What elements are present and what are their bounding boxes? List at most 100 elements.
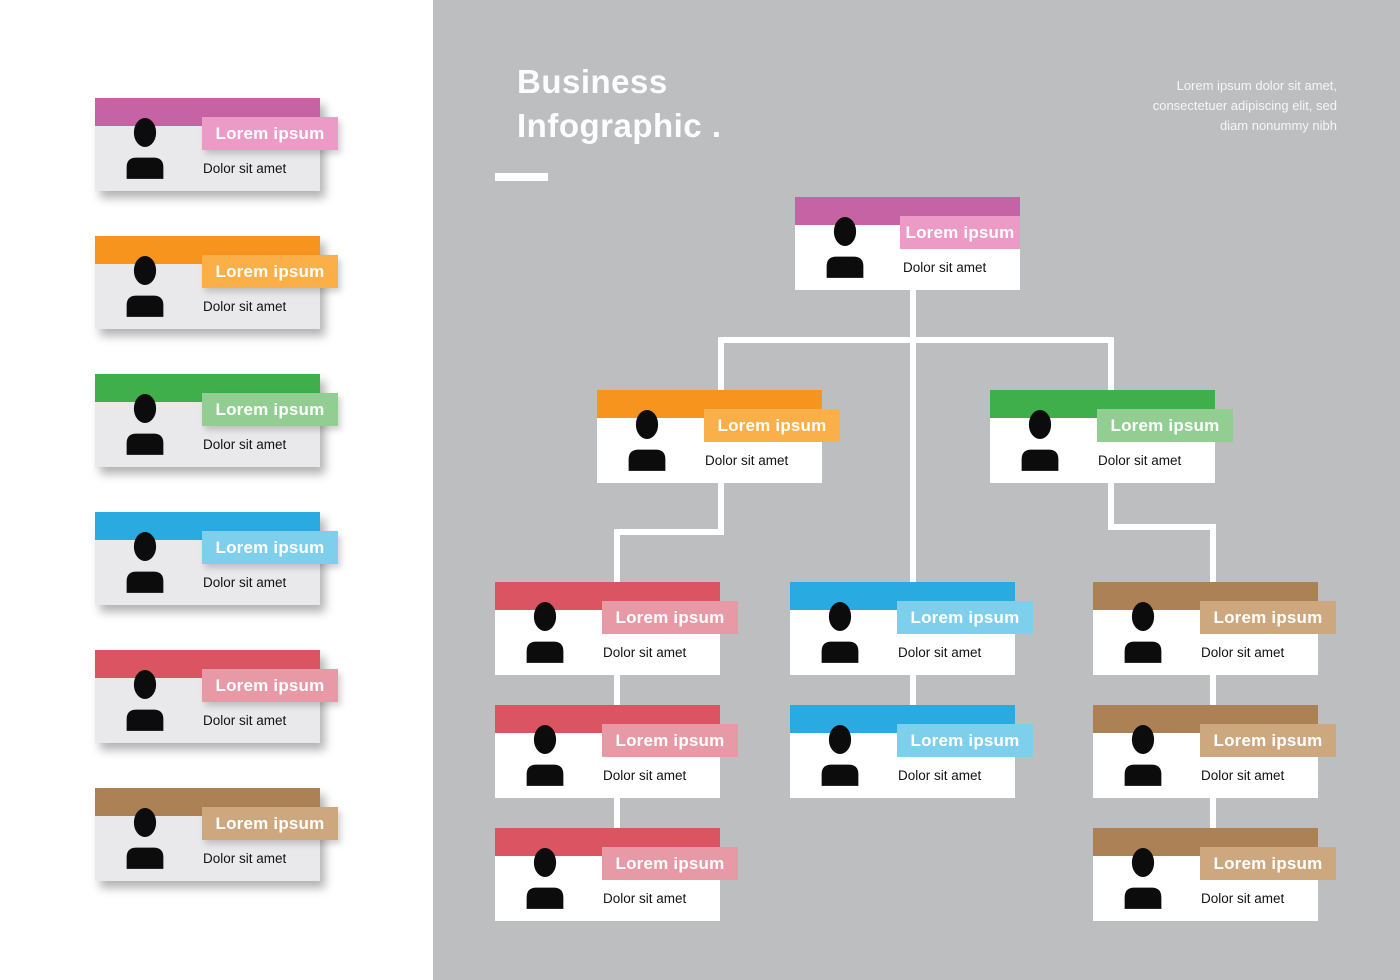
- page-title-line-1: Business: [517, 63, 668, 100]
- intro-paragraph: Lorem ipsum dolor sit amet, consectetuer…: [1153, 76, 1337, 136]
- profile-card: Lorem ipsum Dolor sit amet: [95, 236, 338, 329]
- card-subtitle: Dolor sit amet: [603, 891, 687, 906]
- connector-elbow-to-red1: [614, 529, 620, 582]
- connector-orange-elbow: [614, 529, 724, 535]
- profile-card: Lorem ipsum Dolor sit amet: [95, 98, 338, 191]
- card-name-badge: Lorem ipsum: [704, 409, 840, 442]
- profile-card: Lorem ipsum Dolor sit amet: [95, 512, 338, 605]
- person-icon: [1114, 843, 1172, 913]
- profile-card: Lorem ipsum Dolor sit amet: [495, 828, 738, 921]
- profile-card: Lorem ipsum Dolor sit amet: [795, 197, 1020, 290]
- card-name-label: Lorem ipsum: [215, 261, 325, 281]
- profile-card: Lorem ipsum Dolor sit amet: [495, 705, 738, 798]
- card-subtitle: Dolor sit amet: [1201, 891, 1285, 906]
- person-icon: [516, 843, 574, 913]
- card-subtitle: Dolor sit amet: [203, 851, 287, 866]
- person-icon: [811, 597, 869, 667]
- connector-red2-red3: [614, 798, 620, 828]
- person-icon: [816, 212, 874, 282]
- person-icon: [1011, 405, 1069, 475]
- card-name-label: Lorem ipsum: [615, 607, 725, 627]
- card-subtitle: Dolor sit amet: [203, 437, 287, 452]
- card-name-badge: Lorem ipsum: [897, 601, 1033, 634]
- card-name-badge: Lorem ipsum: [1200, 724, 1336, 757]
- card-name-label: Lorem ipsum: [910, 730, 1020, 750]
- person-icon: [116, 113, 174, 183]
- profile-card: Lorem ipsum Dolor sit amet: [597, 390, 840, 483]
- profile-card: Lorem ipsum Dolor sit amet: [95, 650, 338, 743]
- card-subtitle: Dolor sit amet: [898, 768, 982, 783]
- card-name-label: Lorem ipsum: [215, 123, 325, 143]
- card-name-badge: Lorem ipsum: [900, 216, 1020, 249]
- card-name-badge: Lorem ipsum: [202, 669, 338, 702]
- card-name-badge: Lorem ipsum: [1200, 601, 1336, 634]
- card-name-badge: Lorem ipsum: [602, 601, 738, 634]
- card-name-label: Lorem ipsum: [615, 853, 725, 873]
- card-subtitle: Dolor sit amet: [203, 161, 287, 176]
- profile-card: Lorem ipsum Dolor sit amet: [790, 582, 1033, 675]
- intro-line-2: consectetuer adipiscing elit, sed: [1152, 98, 1337, 114]
- card-name-label: Lorem ipsum: [905, 222, 1015, 242]
- card-name-badge: Lorem ipsum: [897, 724, 1033, 757]
- card-name-label: Lorem ipsum: [215, 537, 325, 557]
- card-name-label: Lorem ipsum: [1213, 730, 1323, 750]
- card-subtitle: Dolor sit amet: [1201, 645, 1285, 660]
- profile-card: Lorem ipsum Dolor sit amet: [790, 705, 1033, 798]
- profile-card: Lorem ipsum Dolor sit amet: [495, 582, 738, 675]
- connector-orange-down: [718, 483, 724, 535]
- card-subtitle: Dolor sit amet: [203, 713, 287, 728]
- connector-brown1-brown2: [1210, 675, 1216, 705]
- person-icon: [116, 251, 174, 321]
- card-subtitle: Dolor sit amet: [603, 645, 687, 660]
- page-title: Business Infographic .: [517, 60, 722, 148]
- profile-card: Lorem ipsum Dolor sit amet: [95, 788, 338, 881]
- card-subtitle: Dolor sit amet: [1098, 453, 1182, 468]
- person-icon: [516, 720, 574, 790]
- connector-brown2-brown3: [1210, 798, 1216, 828]
- card-name-badge: Lorem ipsum: [602, 724, 738, 757]
- profile-card: Lorem ipsum Dolor sit amet: [1093, 828, 1336, 921]
- profile-card: Lorem ipsum Dolor sit amet: [1093, 705, 1336, 798]
- card-name-label: Lorem ipsum: [1110, 415, 1220, 435]
- card-subtitle: Dolor sit amet: [903, 260, 987, 275]
- card-name-label: Lorem ipsum: [215, 813, 325, 833]
- person-icon: [516, 597, 574, 667]
- connector-to-green: [1108, 337, 1114, 390]
- person-icon: [116, 389, 174, 459]
- connector-to-orange: [718, 337, 724, 390]
- card-subtitle: Dolor sit amet: [203, 575, 287, 590]
- title-underline-dash: [495, 173, 548, 181]
- card-subtitle: Dolor sit amet: [1201, 768, 1285, 783]
- card-name-label: Lorem ipsum: [615, 730, 725, 750]
- page-title-line-2: Infographic .: [517, 107, 722, 145]
- connector-green-down: [1108, 483, 1114, 530]
- connector-blue1-blue2: [910, 675, 916, 705]
- connector-root-down: [910, 290, 916, 343]
- person-icon: [811, 720, 869, 790]
- card-name-label: Lorem ipsum: [1213, 607, 1323, 627]
- card-name-label: Lorem ipsum: [215, 675, 325, 695]
- card-name-label: Lorem ipsum: [717, 415, 827, 435]
- person-icon: [116, 527, 174, 597]
- card-subtitle: Dolor sit amet: [603, 768, 687, 783]
- card-subtitle: Dolor sit amet: [203, 299, 287, 314]
- person-icon: [618, 405, 676, 475]
- card-name-badge: Lorem ipsum: [202, 255, 338, 288]
- card-subtitle: Dolor sit amet: [898, 645, 982, 660]
- card-name-badge: Lorem ipsum: [602, 847, 738, 880]
- profile-card: Lorem ipsum Dolor sit amet: [1093, 582, 1336, 675]
- intro-line-3: diam nonummy nibh: [1219, 118, 1337, 134]
- person-icon: [116, 665, 174, 735]
- connector-green-elbow: [1108, 524, 1216, 530]
- connector-top-horizontal: [718, 337, 1114, 343]
- card-name-badge: Lorem ipsum: [1200, 847, 1336, 880]
- person-icon: [1114, 720, 1172, 790]
- card-name-badge: Lorem ipsum: [202, 531, 338, 564]
- person-icon: [116, 803, 174, 873]
- card-name-badge: Lorem ipsum: [202, 807, 338, 840]
- card-name-badge: Lorem ipsum: [1097, 409, 1233, 442]
- card-name-badge: Lorem ipsum: [202, 117, 338, 150]
- profile-card: Lorem ipsum Dolor sit amet: [95, 374, 338, 467]
- card-name-label: Lorem ipsum: [215, 399, 325, 419]
